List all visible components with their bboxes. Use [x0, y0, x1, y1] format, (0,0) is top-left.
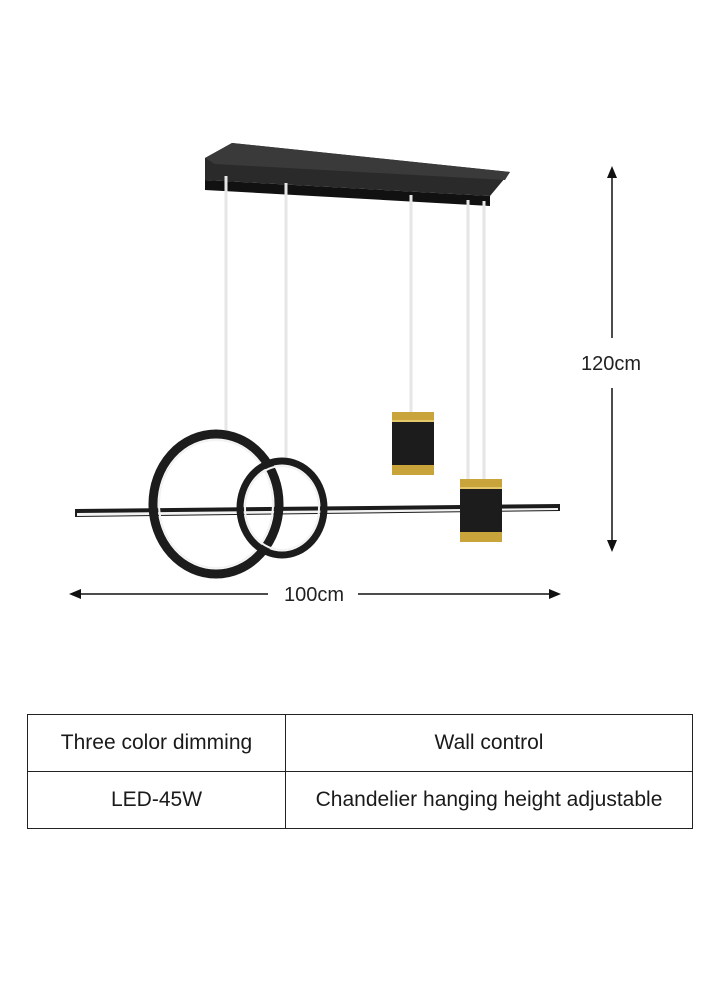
- chandelier-illustration: 120cm 100cm: [69, 143, 641, 606]
- table-row: LED-45W Chandelier hanging height adjust…: [27, 771, 693, 829]
- spec-cell: Wall control: [285, 714, 693, 772]
- table-row: Three color dimming Wall control: [27, 714, 693, 772]
- spec-cell: LED-45W: [27, 771, 286, 829]
- small-ring: [236, 457, 328, 559]
- suspension-wires: [224, 176, 486, 480]
- height-arrow: [607, 166, 617, 552]
- spec-cell: Three color dimming: [27, 714, 286, 772]
- width-arrow: [69, 589, 561, 599]
- width-label: 100cm: [284, 584, 344, 606]
- large-ring: [148, 429, 284, 579]
- cylinder-pendant-lower: [460, 479, 502, 542]
- height-label: 120cm: [581, 353, 641, 375]
- cylinder-pendant-upper: [392, 412, 434, 475]
- horizontal-light-bar: [75, 504, 560, 517]
- spec-table: Three color dimming Wall control LED-45W…: [27, 714, 693, 829]
- spec-cell: Chandelier hanging height adjustable: [285, 771, 693, 829]
- ceiling-canopy: [205, 143, 510, 206]
